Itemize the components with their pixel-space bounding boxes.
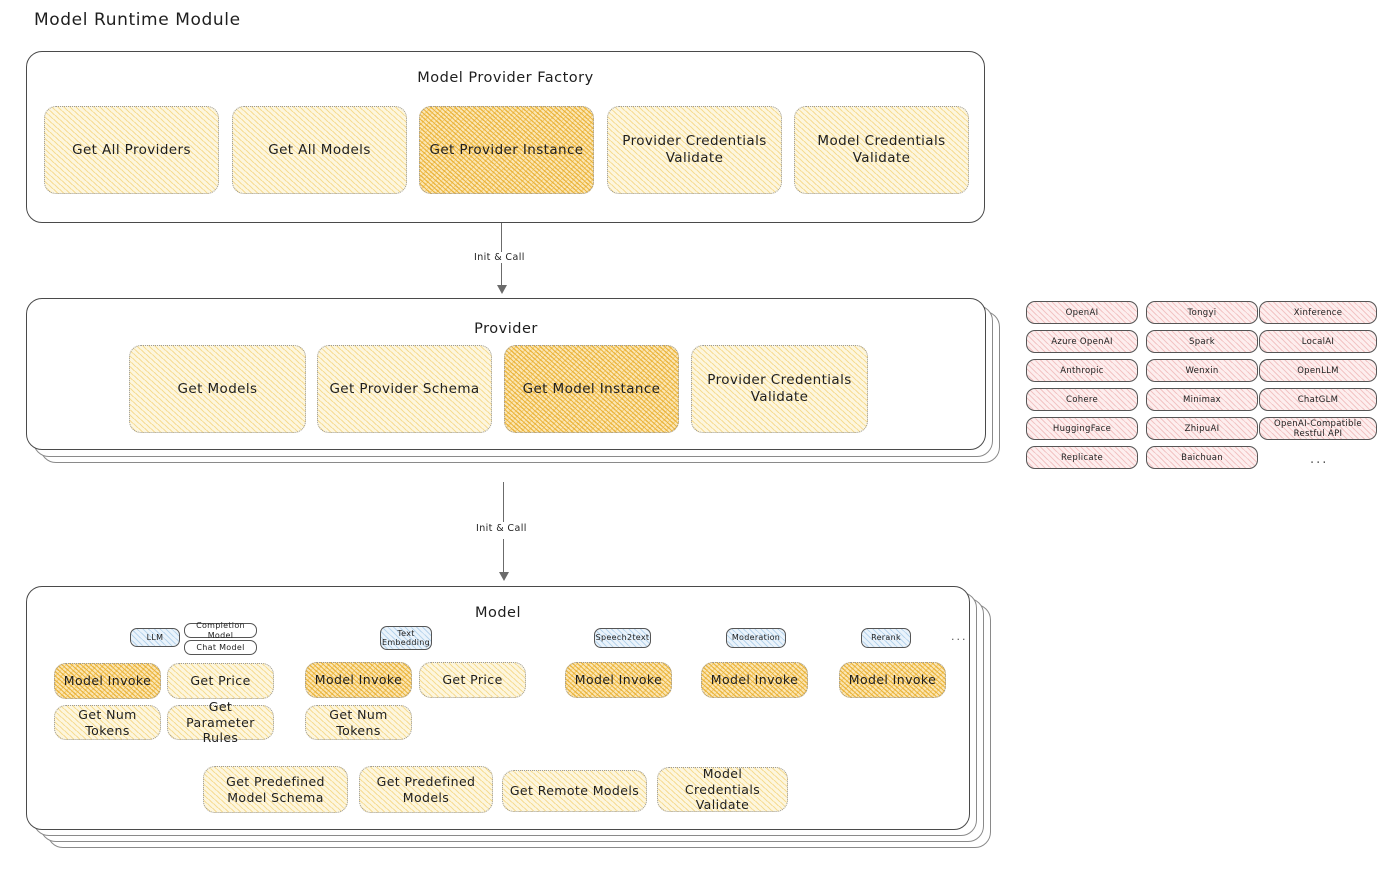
provider-chip-get-models[interactable]: Get Models — [129, 345, 306, 433]
factory-chip-model-credentials-validate[interactable]: Model Credentials Validate — [794, 106, 969, 194]
model-fn-llm-get-price[interactable]: Get Price — [167, 663, 274, 699]
page-title: Model Runtime Module — [34, 10, 241, 30]
provider-pill-anthropic[interactable]: Anthropic — [1026, 359, 1138, 382]
model-fn-speech2text-model-invoke[interactable]: Model Invoke — [565, 662, 672, 698]
factory-chip-provider-credentials-validate[interactable]: Provider Credentials Validate — [607, 106, 782, 194]
model-fn-llm-get-num-tokens[interactable]: Get Num Tokens — [54, 705, 161, 740]
provider-pill-tongyi[interactable]: Tongyi — [1146, 301, 1258, 324]
model-fn-moderation-model-invoke[interactable]: Model Invoke — [701, 662, 808, 698]
factory-chip-get-provider-instance[interactable]: Get Provider Instance — [419, 106, 594, 194]
provider-pill-zhipuai[interactable]: ZhipuAI — [1146, 417, 1258, 440]
model-fn-rerank-model-invoke[interactable]: Model Invoke — [839, 662, 946, 698]
provider-pill-cohere[interactable]: Cohere — [1026, 388, 1138, 411]
model-common-fn-get-predefined-model-schema[interactable]: Get Predefined Model Schema — [203, 766, 348, 813]
model-fn-text-embedding-get-price[interactable]: Get Price — [419, 662, 526, 698]
provider-chip-get-model-instance[interactable]: Get Model Instance — [504, 345, 679, 433]
arrow-label-2: Init & Call — [472, 523, 531, 534]
provider-pill-azure-openai[interactable]: Azure OpenAI — [1026, 330, 1138, 353]
provider-pill-minimax[interactable]: Minimax — [1146, 388, 1258, 411]
model-type-pill-text-embedding[interactable]: Text Embedding — [380, 626, 432, 650]
provider-pill-localai[interactable]: LocalAI — [1259, 330, 1377, 353]
arrow-label-1: Init & Call — [470, 252, 529, 263]
provider-title: Provider — [474, 321, 538, 337]
model-provider-factory-title: Model Provider Factory — [417, 70, 594, 86]
model-fn-text-embedding-model-invoke[interactable]: Model Invoke — [305, 662, 412, 698]
model-type-pill-moderation[interactable]: Moderation — [726, 628, 786, 648]
model-common-fn-get-predefined-models[interactable]: Get Predefined Models — [359, 766, 493, 813]
provider-pill-openai-compatible-restful-api[interactable]: OpenAI-Compatible Restful API — [1259, 417, 1377, 440]
provider-pill-huggingface[interactable]: HuggingFace — [1026, 417, 1138, 440]
provider-pill-spark[interactable]: Spark — [1146, 330, 1258, 353]
model-fn-text-embedding-get-num-tokens[interactable]: Get Num Tokens — [305, 705, 412, 740]
provider-list-more: ... — [1310, 452, 1329, 467]
provider-pill-xinference[interactable]: Xinference — [1259, 301, 1377, 324]
provider-pill-replicate[interactable]: Replicate — [1026, 446, 1138, 469]
model-type-pill-speech2text[interactable]: Speech2text — [594, 628, 651, 648]
factory-chip-get-all-models[interactable]: Get All Models — [232, 106, 407, 194]
provider-pill-openai[interactable]: OpenAI — [1026, 301, 1138, 324]
model-subtype-pill-chat-model[interactable]: Chat Model — [184, 640, 257, 655]
provider-pill-openllm[interactable]: OpenLLM — [1259, 359, 1377, 382]
model-types-more: ... — [951, 630, 968, 643]
provider-chip-provider-credentials-validate[interactable]: Provider Credentials Validate — [691, 345, 868, 433]
provider-chip-get-provider-schema[interactable]: Get Provider Schema — [317, 345, 492, 433]
factory-chip-get-all-providers[interactable]: Get All Providers — [44, 106, 219, 194]
model-title: Model — [474, 605, 522, 621]
model-common-fn-model-credentials-validate[interactable]: Model Credentials Validate — [657, 766, 788, 812]
provider-pill-wenxin[interactable]: Wenxin — [1146, 359, 1258, 382]
model-subtype-pill-completion-model[interactable]: Completion Model — [184, 621, 257, 640]
model-fn-llm-get-parameter-rules[interactable]: Get Parameter Rules — [167, 699, 274, 745]
provider-pill-baichuan[interactable]: Baichuan — [1146, 446, 1258, 469]
model-fn-llm-model-invoke[interactable]: Model Invoke — [54, 663, 161, 699]
provider-pill-chatglm[interactable]: ChatGLM — [1259, 388, 1377, 411]
model-common-fn-get-remote-models[interactable]: Get Remote Models — [502, 770, 647, 812]
model-type-pill-llm[interactable]: LLM — [130, 628, 180, 647]
model-group: Model — [26, 586, 970, 830]
model-type-pill-rerank[interactable]: Rerank — [861, 628, 911, 648]
